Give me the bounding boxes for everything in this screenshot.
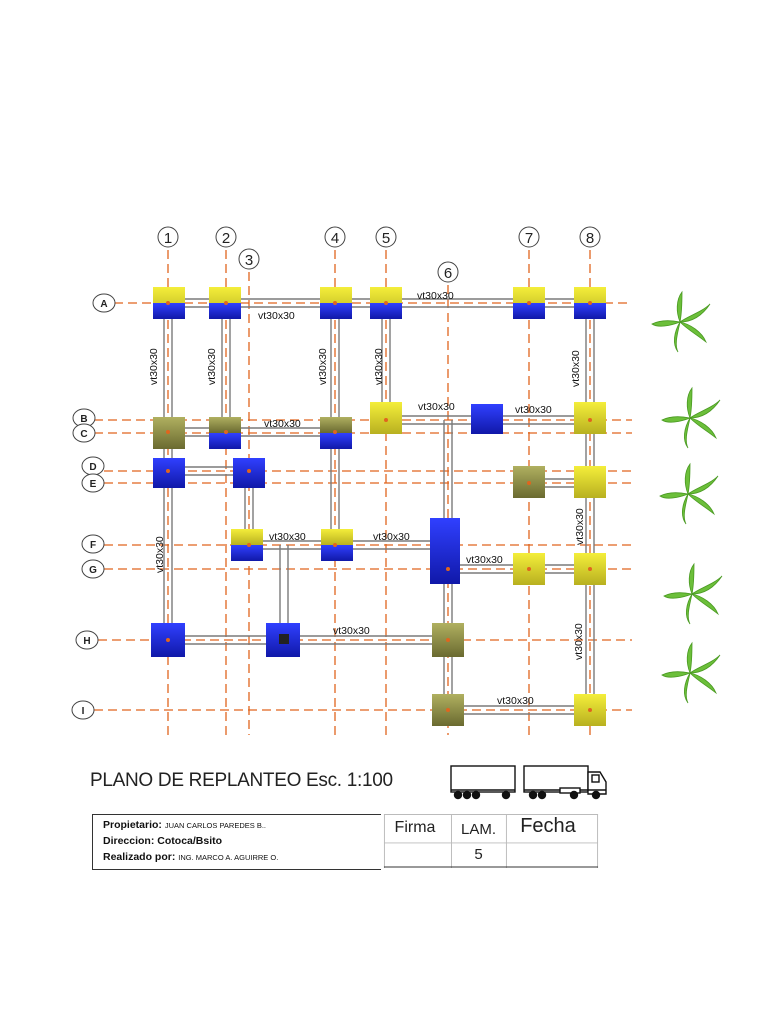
- beam-label: vt30x30: [154, 536, 166, 573]
- axis-label-row-C: C: [80, 429, 87, 440]
- beam-label: vt30x30: [269, 531, 306, 543]
- owner-label: Propietario:: [103, 819, 162, 831]
- drawing-title: PLANO DE REPLANTEO Esc. 1:100: [90, 770, 393, 791]
- owner-value: JUAN CARLOS PAREDES B..: [164, 821, 266, 830]
- beam-label: vt30x30: [148, 348, 160, 385]
- beam-label: vt30x30: [206, 348, 218, 385]
- address-value: Cotoca/Bsito: [157, 835, 223, 847]
- firma-label: Firma: [394, 819, 436, 836]
- tree-icon: [661, 387, 721, 449]
- beam-label: vt30x30: [497, 695, 534, 707]
- axis-label-col-3: 3: [245, 252, 253, 269]
- truck-icon: [450, 765, 516, 800]
- column-axis-bubbles: [157, 226, 601, 283]
- fecha-label: Fecha: [520, 815, 576, 837]
- beam-label: vt30x30: [466, 554, 503, 566]
- axis-label-col-6: 6: [444, 265, 452, 282]
- beam-label: vt30x30: [574, 508, 586, 545]
- address-label: Direccion:: [103, 835, 155, 847]
- tree-icon: [659, 463, 719, 525]
- beam-label: vt30x30: [418, 401, 455, 413]
- axis-label-col-2: 2: [222, 230, 230, 247]
- row-axis-bubbles: [71, 293, 116, 720]
- axis-label-row-H: H: [83, 636, 90, 647]
- beam-label: vt30x30: [373, 531, 410, 543]
- axis-label-row-D: D: [89, 462, 96, 473]
- lam-number: 5: [474, 846, 483, 863]
- beam-label: vt30x30: [373, 348, 385, 385]
- axis-label-col-7: 7: [525, 230, 533, 247]
- beam-label: vt30x30: [264, 418, 301, 430]
- axis-label-col-1: 1: [164, 230, 172, 247]
- lam-label: LAM.: [460, 821, 496, 838]
- axis-label-row-G: G: [89, 565, 97, 576]
- tree-icon: [661, 642, 721, 704]
- title-block: Propietario: JUAN CARLOS PAREDES B.. Dir…: [92, 814, 602, 870]
- axis-label-row-E: E: [90, 479, 97, 490]
- beam-label: vt30x30: [573, 623, 585, 660]
- title-block-grid: [383, 814, 599, 868]
- truck-icon: [523, 765, 607, 800]
- columns: [151, 287, 606, 726]
- tree-icon: [663, 563, 723, 625]
- axis-lines: [94, 250, 632, 735]
- author-label: Realizado por:: [103, 851, 176, 863]
- beam-label: vt30x30: [333, 625, 370, 637]
- axis-label-row-A: A: [100, 299, 107, 310]
- axis-label-row-I: I: [82, 706, 85, 717]
- axis-label-row-B: B: [80, 414, 87, 425]
- beam-label: vt30x30: [417, 290, 454, 302]
- beam-label: vt30x30: [258, 310, 295, 322]
- project-info: Propietario: JUAN CARLOS PAREDES B.. Dir…: [92, 814, 381, 870]
- axis-label-col-4: 4: [331, 230, 339, 247]
- beam-label: vt30x30: [317, 348, 329, 385]
- axis-label-row-F: F: [90, 540, 96, 551]
- beam-label: vt30x30: [515, 404, 552, 416]
- axis-label-col-5: 5: [382, 230, 390, 247]
- beam-label: vt30x30: [570, 350, 582, 387]
- axis-label-col-8: 8: [586, 230, 594, 247]
- tree-icon: [651, 291, 711, 353]
- author-value: ING. MARCO A. AGUIRRE O.: [178, 853, 279, 862]
